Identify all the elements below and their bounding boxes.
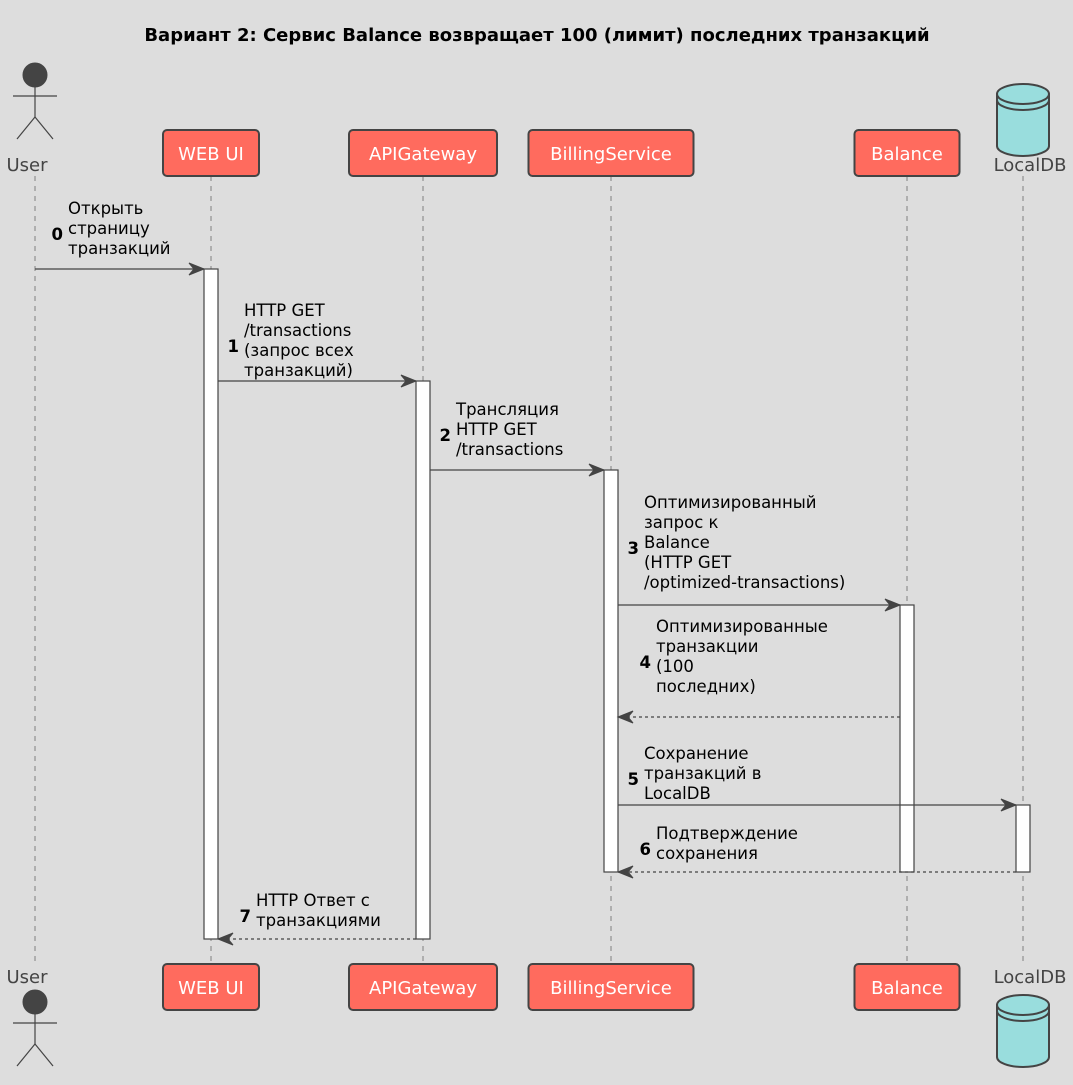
participant-balance-top: Balance [853,129,961,177]
message-number: 2 [440,426,451,445]
message-label-line: Подтверждение [656,824,798,843]
participant-box [162,963,260,1011]
message-label-line: /optimized-transactions) [644,573,845,592]
participant-label: User [6,967,48,988]
lifelines [34,176,1024,964]
activation-bars [203,268,1031,940]
message-1: 1 HTTP GET/transactions(запрос всехтранза… [218,301,418,388]
participant-localdb-top: LocalDB [994,83,1067,176]
message-label-line: Balance [644,533,710,552]
arrow-head-icon [216,932,234,946]
message-number: 1 [228,337,239,356]
participant-label: BillingService [550,144,672,165]
message-label-line: /transactions [244,321,351,340]
message-number: 3 [628,539,639,558]
message-number: 6 [640,840,651,859]
participant-box [348,129,498,177]
participant-apigw-top: APIGateway [348,129,498,177]
message-label-line: транзакций) [244,361,353,380]
participant-label: LocalDB [994,155,1067,176]
user-top-actor-icon [13,62,57,140]
message-label-line: запрос к [644,513,719,532]
participant-localdb-bottom: LocalDB [994,967,1067,1068]
message-label-line: HTTP Ответ с [256,891,370,910]
participant-label: WEB UI [178,144,244,165]
participant-balance-bottom: Balance [853,963,961,1011]
participant-webui-bottom: WEB UI [162,963,260,1011]
participant-label: APIGateway [369,144,477,165]
activation-bar-webui [203,268,219,940]
message-label-line: Оптимизированные [656,617,828,636]
arrow-head-icon [616,865,634,879]
message-number: 5 [628,770,639,789]
participant-user-top: User [6,62,57,176]
participant-apigw-bottom: APIGateway [348,963,498,1011]
arrow-head-icon [616,710,634,724]
message-label-line: Открыть [68,199,143,218]
message-label-line: Оптимизированный [644,493,817,512]
participant-billing-bottom: BillingService [527,963,695,1011]
message-label-line: (100 [656,657,694,676]
message-number: 0 [52,225,63,244]
message-label-line: HTTP GET [456,420,538,439]
message-label-line: (запрос всех [244,341,354,360]
activation-bar-apigw [415,380,431,940]
activation-bar-localdb [1015,804,1031,873]
participant-box [162,129,260,177]
message-number: 7 [240,907,251,926]
arrow-head-icon [1000,798,1018,812]
localdb-top-database-icon [996,83,1050,157]
localdb-bottom-database-icon [996,994,1050,1068]
participant-box [853,963,961,1011]
arrow-head-icon [588,463,606,477]
message-label-line: HTTP GET [244,301,326,320]
participant-label: Balance [871,144,943,165]
message-label-line: транзакций в [644,764,761,783]
message-label-line: транзакции [656,637,759,656]
message-label-line: (HTTP GET [644,553,732,572]
participant-label: BillingService [550,978,672,999]
participant-label: Balance [871,978,943,999]
message-label-line: страницу [68,219,150,238]
participant-webui-top: WEB UI [162,129,260,177]
participant-label: WEB UI [178,978,244,999]
participant-billing-top: BillingService [527,129,695,177]
message-label-line: транзакций [68,239,171,258]
activation-bar-billing [603,469,619,873]
participant-user-bottom: User [6,967,57,1067]
arrow-head-icon [884,598,902,612]
message-label-line: сохранения [656,844,758,863]
message-label-line: /transactions [456,440,563,459]
participant-label: User [6,155,48,176]
message-label-line: Трансляция [455,400,559,419]
message-label-line: Сохранение [644,744,749,763]
message-label-line: последних) [656,677,756,696]
participant-box [527,129,695,177]
participant-label: LocalDB [994,967,1067,988]
message-4: 4 Оптимизированныетранзакции(100последних… [616,617,900,724]
message-label-line: транзакциями [256,911,381,930]
activation-bar-balance [899,604,915,873]
participant-box [527,963,695,1011]
message-label-line: LocalDB [644,784,711,803]
participant-box [853,129,961,177]
arrow-head-icon [188,262,206,276]
message-number: 4 [640,653,651,672]
participant-label: APIGateway [369,978,477,999]
participant-box [348,963,498,1011]
diagram-title: Вариант 2: Сервис Balance возвращает 100… [144,25,929,46]
user-bottom-actor-icon [13,989,57,1067]
arrow-head-icon [400,374,418,388]
